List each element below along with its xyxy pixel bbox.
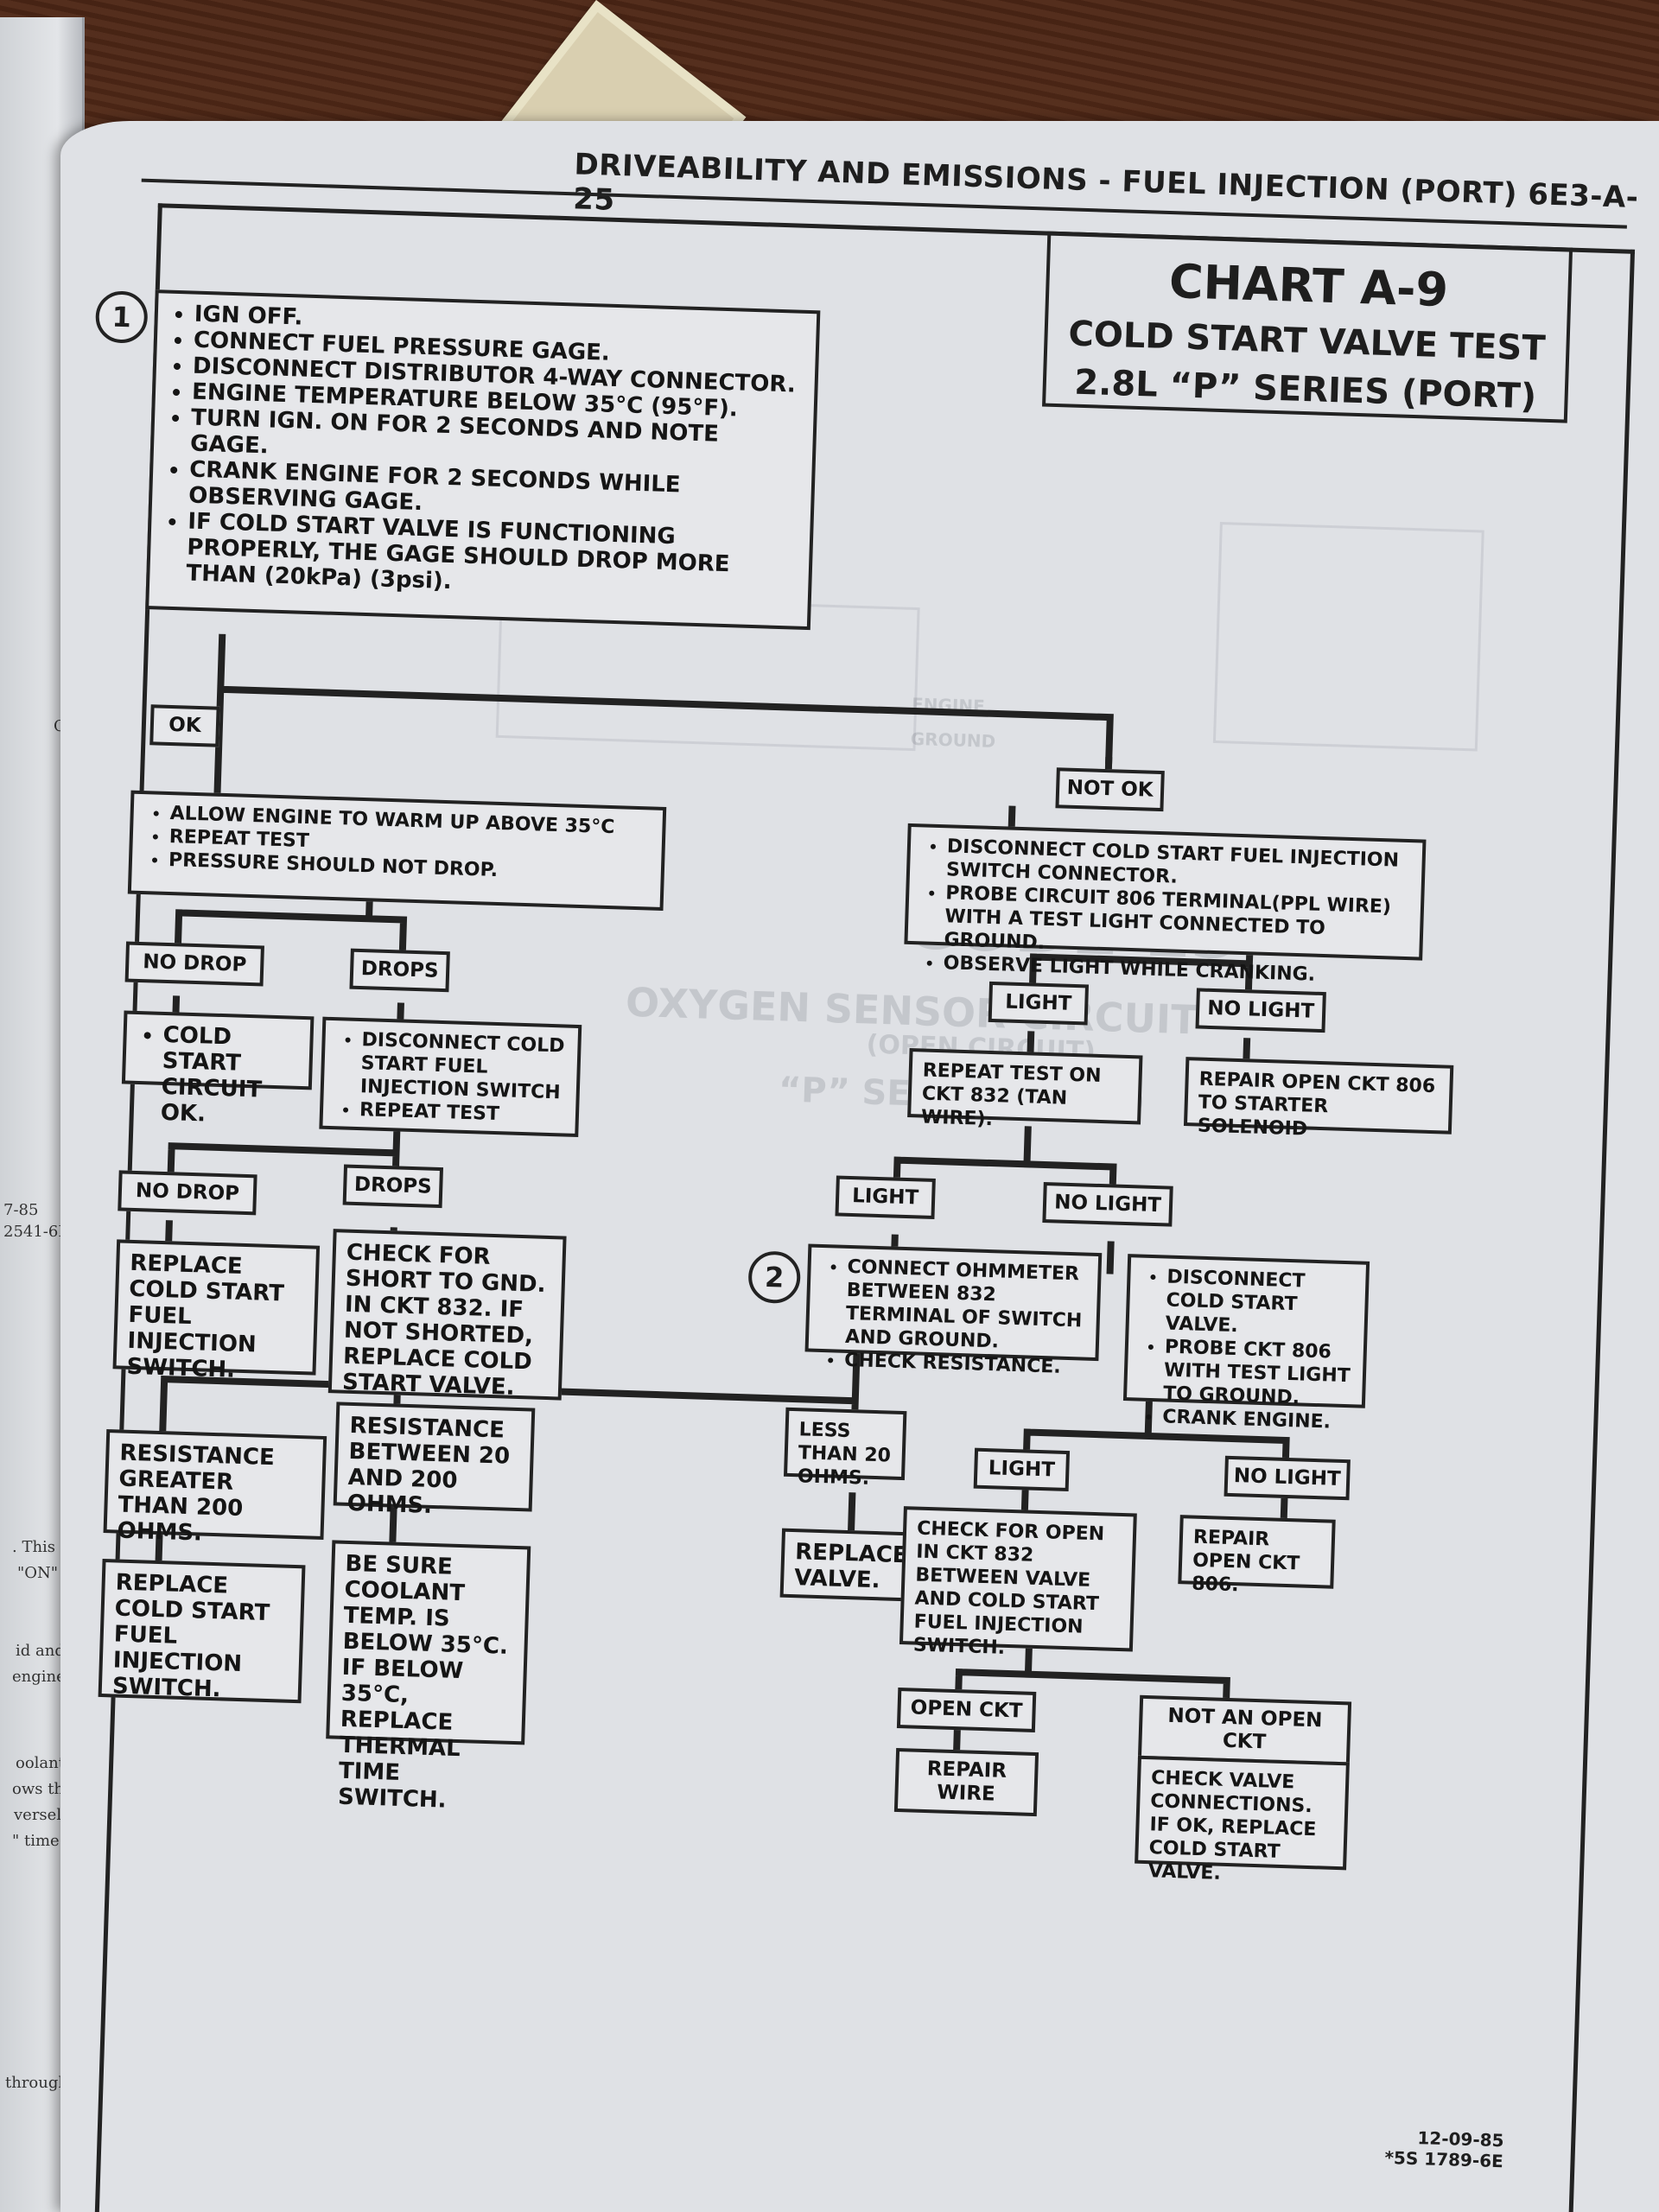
ohmmeter-box: CONNECT OHMMETER BETWEEN 832 TERMINAL OF… <box>804 1243 1103 1378</box>
not-open-ckt-label: NOT AN OPEN CKT <box>1137 1694 1352 1766</box>
circuit-ok-box: COLD START CIRCUIT OK. <box>121 1010 315 1127</box>
light-label: LIGHT <box>835 1175 936 1220</box>
left-fragment: "ON" <box>17 1564 59 1582</box>
drops-label: DROPS <box>342 1164 444 1209</box>
check-open-832-box: CHECK FOR OPEN IN CKT 832 BETWEEN VALVE … <box>899 1506 1137 1659</box>
no-light-label: NO LIGHT <box>1195 988 1326 1033</box>
resistance-between-box: RESISTANCE BETWEEN 20 AND 200 OHMS. <box>333 1402 536 1519</box>
page-footer: 12-09-85 *5S 1789-6E <box>1384 2126 1504 2171</box>
replace-switch-box: REPLACE COLD START FUEL INJECTION SWITCH… <box>98 1558 306 1704</box>
left-fragment: 2541-6E <box>3 1223 70 1241</box>
left-fragment: " time <box>12 1832 60 1850</box>
less-than-box: LESS THAN 20 OHMS. <box>783 1407 907 1490</box>
left-fragment: oolant <box>16 1754 65 1772</box>
check-valve-connections-box: CHECK VALVE CONNECTIONS. IF OK, REPLACE … <box>1135 1755 1350 1885</box>
light-label: LIGHT <box>988 981 1090 1026</box>
replace-valve-box: REPLACE VALVE. <box>779 1528 912 1602</box>
left-fragment: versely <box>14 1806 71 1824</box>
left-fragment: through <box>5 2074 68 2092</box>
no-drop-label: NO DROP <box>124 941 264 987</box>
no-light-label: NO LIGHT <box>1042 1181 1173 1227</box>
left-fragment: id and <box>16 1642 65 1660</box>
instruction-item: CONNECT OHMMETER BETWEEN 832 TERMINAL OF… <box>845 1255 1088 1357</box>
replace-switch-box: REPLACE COLD START FUEL INJECTION SWITCH… <box>112 1239 321 1383</box>
resistance-greater-box: RESISTANCE GREATER THAN 200 OHMS. <box>103 1429 327 1547</box>
instruction-item: DISCONNECT COLD START VALVE. <box>1165 1266 1355 1342</box>
instruction-item: COLD START CIRCUIT OK. <box>160 1022 300 1130</box>
disconnect-cold-box: DISCONNECT COLD START FUEL INJECTION SWI… <box>319 1016 582 1138</box>
no-drop-label: NO DROP <box>118 1170 257 1216</box>
instruction-item: DISCONNECT COLD START FUEL INJECTION SWI… <box>359 1028 567 1104</box>
drops-label: DROPS <box>349 948 450 993</box>
repair-wire-box: REPAIR WIRE <box>893 1747 1039 1817</box>
disconnect-switch-box: DISCONNECT COLD START FUEL INJECTION SWI… <box>904 823 1427 986</box>
disconnect-valve-box: DISCONNECT COLD START VALVE. PROBE CKT 8… <box>1122 1254 1370 1433</box>
light-label: LIGHT <box>973 1447 1071 1492</box>
open-ckt-label: OPEN CKT <box>896 1687 1037 1732</box>
repair-806-starter-box: REPAIR OPEN CKT 806 TO STARTER SOLENOID <box>1183 1057 1454 1141</box>
instruction-item: PROBE CKT 806 WITH TEST LIGHT TO GROUND. <box>1163 1335 1353 1411</box>
warm-up-box: ALLOW ENGINE TO WARM UP ABOVE 35°C REPEA… <box>127 790 667 911</box>
footer-code: *5S 1789-6E <box>1384 2146 1504 2172</box>
ok-label: OK <box>149 704 220 747</box>
repair-806-box: REPAIR OPEN CKT 806. <box>1178 1515 1336 1596</box>
coolant-box: BE SURE COOLANT TEMP. IS BELOW 35°C. IF … <box>326 1540 531 1814</box>
manual-page: CODE 13 OXYGEN SENSOR CIRCUIT (OPEN CIRC… <box>60 121 1659 2212</box>
repeat-832-box: REPEAT TEST ON CKT 832 (TAN WIRE). <box>907 1048 1143 1130</box>
not-ok-label: NOT OK <box>1055 767 1165 812</box>
left-fragment: engine <box>12 1668 66 1686</box>
left-fragment: . This <box>12 1538 56 1556</box>
no-light-label: NO LIGHT <box>1224 1455 1351 1501</box>
left-fragment: 7-85 <box>3 1201 39 1219</box>
left-fragment: ows the <box>12 1780 73 1798</box>
check-short-box: CHECK FOR SHORT TO GND. IN CKT 832. IF N… <box>327 1229 567 1401</box>
start-instructions-box: IGN OFF. CONNECT FUEL PRESSURE GAGE. DIS… <box>145 289 821 631</box>
